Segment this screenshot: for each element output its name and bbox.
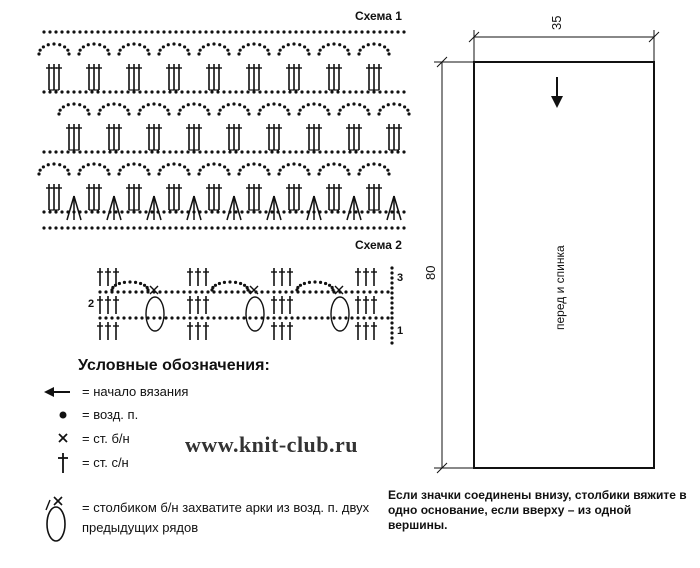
stitch-fan	[46, 64, 62, 91]
stitch-fan	[86, 184, 102, 211]
stitch-fan	[286, 64, 302, 91]
stitch-fan	[286, 184, 302, 211]
schema2-chart	[97, 266, 394, 345]
pattern-piece	[434, 30, 660, 474]
stitch-fan	[86, 64, 102, 91]
stitch-fan	[326, 184, 342, 211]
stitch-fan	[366, 184, 382, 211]
stitch-fan	[226, 124, 242, 151]
stitch-fan-inverted	[106, 195, 122, 221]
schema2-row-number-1: 1	[397, 325, 404, 337]
watermark: www.knit-club.ru	[185, 432, 359, 457]
schema1-chart	[37, 30, 411, 230]
stitch-fan	[366, 64, 382, 91]
stitch-fan	[166, 184, 182, 211]
double-crochet-icon	[58, 453, 68, 473]
legend-item-chain: = возд. п.	[82, 407, 139, 422]
stitch-fan	[206, 64, 222, 91]
stitch-fan	[346, 124, 362, 151]
schema2-title: Схема 2	[355, 238, 402, 252]
stitch-fan-inverted	[66, 195, 82, 221]
stitch-fan	[126, 64, 142, 91]
stitch-fan	[186, 124, 202, 151]
stitch-fan-inverted	[346, 195, 362, 221]
pattern-piece-label: перед и спинка	[553, 245, 567, 330]
stitch-fan	[206, 184, 222, 211]
legend-item-start: = начало вязания	[82, 384, 189, 399]
stitch-fan	[126, 184, 142, 211]
arrow-down-icon	[551, 77, 563, 108]
stitch-fan	[146, 124, 162, 151]
height-tick-bottom	[436, 462, 448, 474]
stitch-fan	[386, 124, 402, 151]
stitch-fan	[246, 64, 262, 91]
stitch-fan	[306, 124, 322, 151]
width-label: 35	[549, 15, 564, 30]
width-tick-left	[468, 31, 480, 43]
legend-item-single-crochet: = ст. б/н	[82, 431, 130, 446]
single-crochet-icon	[58, 433, 68, 443]
arrow-left-icon	[44, 387, 70, 397]
stitch-fan	[266, 124, 282, 151]
joined-arch-stitch-icon	[45, 496, 66, 542]
stitch-fan	[326, 64, 342, 91]
chain-stitch-icon	[59, 411, 67, 419]
legend-item-joined-arch: = столбиком б/н захватите арки из возд. …	[82, 500, 370, 535]
height-label: 80	[423, 265, 438, 280]
schema2-row-number-3: 3	[397, 272, 404, 284]
stitch-fan	[246, 184, 262, 211]
stitch-fan-inverted	[306, 195, 322, 221]
stitch-fan	[46, 184, 62, 211]
stitch-fan	[166, 64, 182, 91]
height-tick-top	[436, 56, 448, 68]
pattern-piece-outline	[473, 61, 655, 469]
stitch-fan	[106, 124, 122, 151]
legend-title: Условные обозначения:	[78, 357, 270, 374]
stitch-fan	[66, 124, 82, 151]
width-tick-right	[648, 31, 660, 43]
stitch-fan-inverted	[226, 195, 242, 221]
stitch-fan-inverted	[186, 195, 202, 221]
construction-note: Если значки соединены внизу, столбики вя…	[388, 488, 687, 532]
stitch-fan-inverted	[386, 195, 402, 221]
stitch-fan-inverted	[266, 195, 282, 221]
schema2-row-number-2: 2	[88, 298, 95, 310]
stitch-fan-inverted	[146, 195, 162, 221]
legend-item-double-crochet: = ст. с/н	[82, 455, 129, 470]
schema1-title: Схема 1	[355, 9, 402, 23]
